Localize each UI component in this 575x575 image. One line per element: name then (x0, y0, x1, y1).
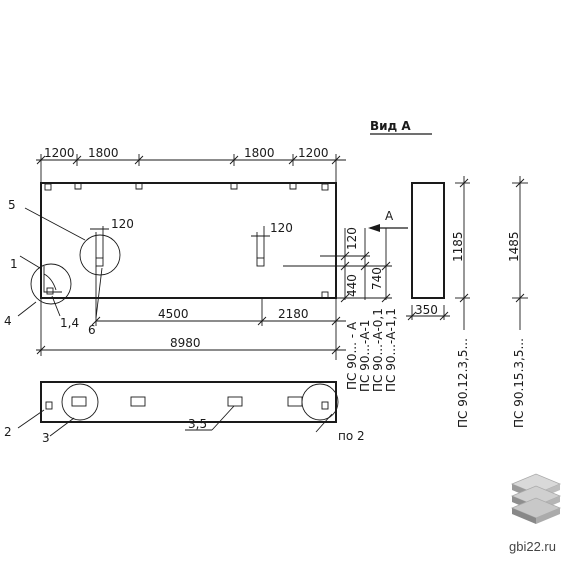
dim-total-8980: 8980 (170, 336, 201, 350)
dim-top-left-b: 1800 (88, 146, 119, 160)
corner-plate (44, 183, 52, 191)
label-ps-a11: ПС 90...-А-1,1 (384, 308, 398, 392)
callout-2: 2 (4, 425, 12, 439)
callout-3: 3 (42, 431, 50, 445)
callout-1-4: 1,4 (60, 316, 79, 330)
top-dimension (36, 154, 346, 183)
dim-top-left-a: 1200 (44, 146, 75, 160)
lifting-loops (74, 183, 297, 190)
height-dimensions (283, 228, 392, 303)
detail-circle-po2 (301, 383, 339, 421)
watermark: gbi22.ru (509, 539, 556, 554)
dim-120-vertical: 120 (345, 227, 359, 250)
label-ps-a01: ПС 90...-А-0,1 (371, 308, 385, 392)
corner-plate (321, 183, 329, 191)
label-series-12: ПС 90.12.3,5... (456, 338, 470, 428)
section-arrow-label: А (385, 209, 394, 223)
embedded-part-right (256, 257, 265, 267)
detail-circle-1 (30, 263, 72, 305)
front-view (17, 154, 408, 360)
dim-4500: 4500 (158, 307, 189, 321)
corner-plate (46, 287, 54, 295)
plan-view (17, 381, 339, 437)
label-ps-a1: ПС 90...-А-1 (358, 320, 372, 392)
side-view (370, 133, 528, 330)
bottom-dimensions (36, 266, 346, 360)
side-view-outline (411, 182, 445, 299)
dim-top-right-a: 1800 (244, 146, 275, 160)
callout-po2: по 2 (338, 429, 365, 443)
dim-hole-spacing-left: 120 (111, 217, 134, 231)
detail-circle-3 (61, 383, 99, 421)
corner-plate (321, 291, 329, 299)
dim-740-vertical: 740 (370, 267, 384, 290)
callout-4: 4 (4, 314, 12, 328)
view-label: Вид А (370, 119, 411, 133)
dim-top-right-b: 1200 (298, 146, 329, 160)
callout-5: 5 (8, 198, 16, 212)
callout-6: 6 (88, 323, 96, 337)
dim-side-width: 350 (415, 303, 438, 317)
dim-side-1185: 1185 (451, 231, 465, 262)
plan-outline (40, 381, 337, 423)
detail-circle-5 (79, 234, 121, 276)
dim-side-1485: 1485 (507, 231, 521, 262)
dim-2180: 2180 (278, 307, 309, 321)
label-ps-a: ПС 90... - А (345, 321, 359, 390)
embedded-part-left (95, 257, 104, 267)
callout-1: 1 (10, 257, 18, 271)
dim-440-vertical: 440 (345, 274, 359, 297)
callout-3-5: 3,5 (188, 417, 207, 431)
slab-outline (40, 182, 337, 299)
dim-hole-spacing-right: 120 (270, 221, 293, 235)
label-series-15: ПС 90.15.3,5... (512, 338, 526, 428)
section-arrow (368, 224, 380, 232)
stacked-slabs-icon (510, 473, 562, 524)
